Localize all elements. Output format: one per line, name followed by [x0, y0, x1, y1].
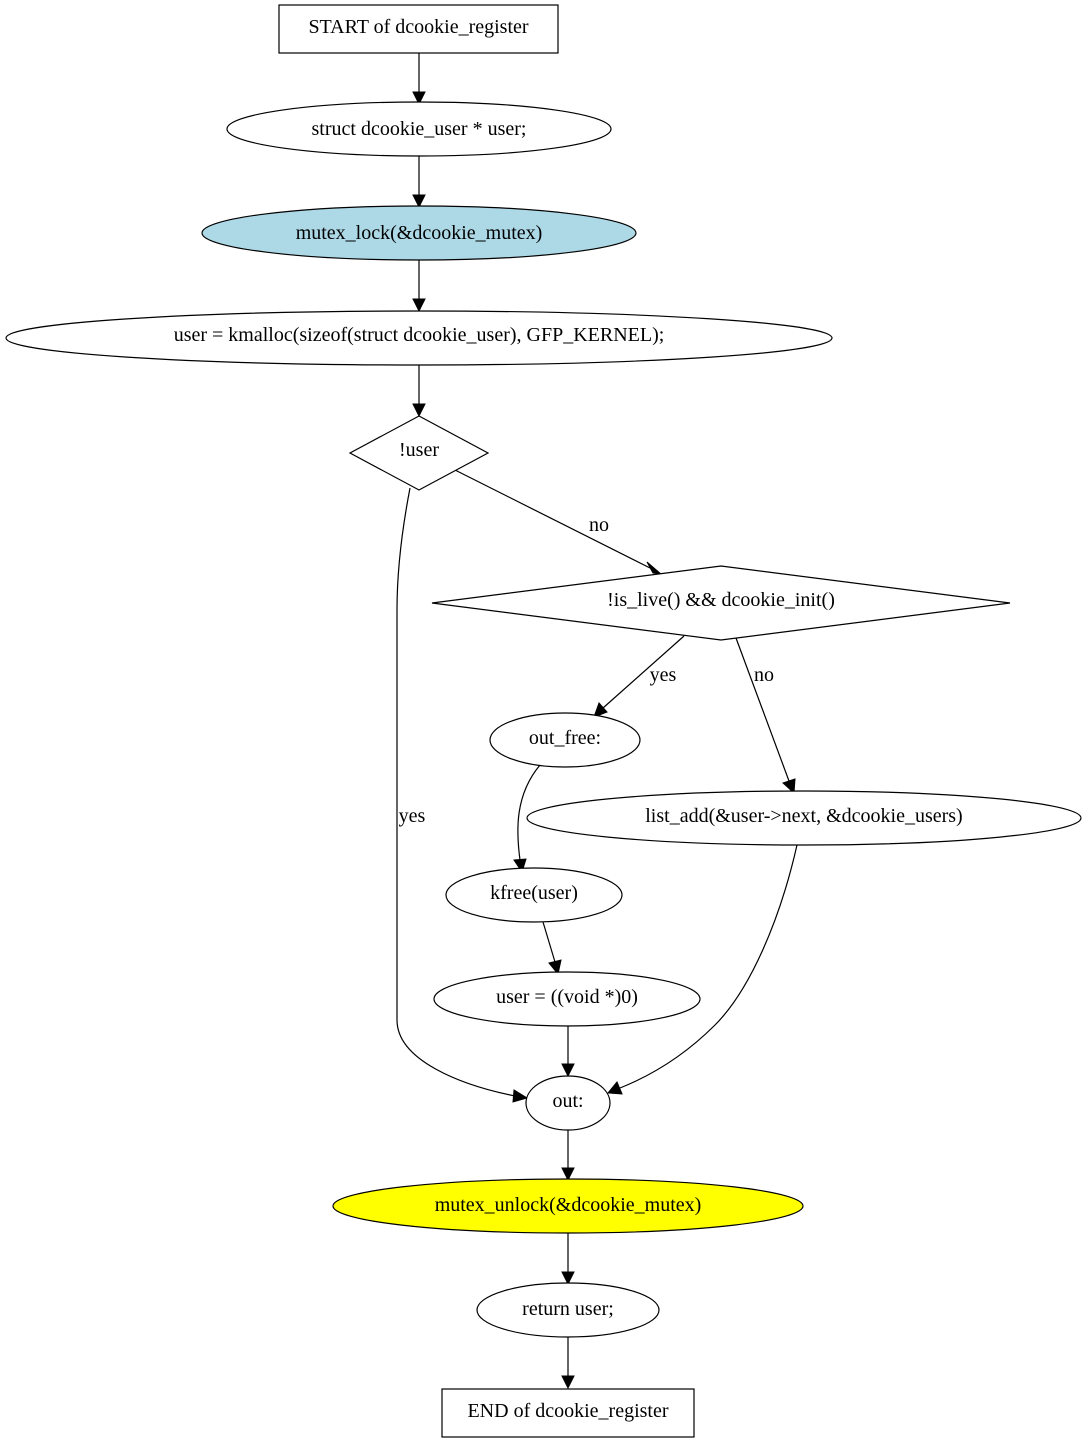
edge-not-user-to-is-live — [454, 469, 651, 569]
return-label: return user; — [522, 1298, 614, 1320]
edge-arrowhead — [593, 702, 608, 718]
edge-arrowhead — [412, 403, 426, 418]
out-label: out: — [552, 1090, 583, 1112]
kfree-node: kfree(user) — [445, 867, 623, 923]
edge-out-free-to-kfree — [517, 764, 541, 861]
edge-is-live-to-out-free — [602, 635, 685, 709]
out-ellipse — [525, 1075, 611, 1131]
decl-node: struct dcookie_user * user; — [226, 101, 612, 157]
end-node: END of dcookie_register — [441, 1388, 695, 1438]
edges — [396, 53, 798, 1390]
kmalloc-label: user = kmalloc(sizeof(struct dcookie_use… — [174, 324, 665, 346]
edge-arrowhead — [548, 959, 562, 976]
kmalloc-node: user = kmalloc(sizeof(struct dcookie_use… — [5, 310, 833, 366]
out-node: out: — [525, 1075, 611, 1131]
is-live-label: !is_live() && dcookie_init() — [607, 589, 835, 611]
is-live-diamond — [431, 565, 1011, 641]
edge-arrowhead — [646, 561, 663, 575]
end-label: END of dcookie_register — [467, 1400, 668, 1422]
edge-arrowhead — [512, 1089, 529, 1103]
edge-arrowhead — [412, 298, 426, 313]
edge-labels: no yes yes no — [399, 514, 774, 827]
decl-ellipse — [226, 101, 612, 157]
edge-not-user-to-out — [396, 487, 516, 1097]
decl-label: struct dcookie_user * user; — [312, 118, 527, 140]
edge-arrowhead — [412, 91, 426, 106]
null-user-ellipse — [433, 971, 701, 1027]
lock-node: mutex_lock(&dcookie_mutex) — [201, 205, 637, 261]
edge-arrowhead — [561, 1167, 575, 1182]
edge-arrowhead — [607, 1081, 623, 1095]
return-ellipse — [476, 1282, 660, 1338]
null-user-node: user = ((void *)0) — [433, 971, 701, 1027]
nodes: START of dcookie_register struct dcookie… — [5, 4, 1082, 1438]
list-add-ellipse — [526, 790, 1082, 846]
null-user-label: user = ((void *)0) — [496, 986, 638, 1008]
edge-is-live-to-list-add — [735, 637, 790, 782]
kfree-ellipse — [445, 867, 623, 923]
edge-arrowhead — [561, 1375, 575, 1390]
out-free-node: out_free: — [489, 712, 641, 768]
start-box — [278, 4, 559, 54]
out-free-label: out_free: — [529, 727, 601, 749]
not-user-decision: !user — [348, 415, 490, 491]
not-user-diamond — [348, 415, 490, 491]
list-add-label: list_add(&user->next, &dcookie_users) — [645, 805, 962, 827]
start-node: START of dcookie_register — [278, 4, 559, 54]
edge-arrowhead — [782, 778, 796, 795]
kmalloc-ellipse — [5, 310, 833, 366]
edge-label-not-user-yes: yes — [399, 805, 426, 827]
edge-arrowhead — [561, 1063, 575, 1078]
out-free-ellipse — [489, 712, 641, 768]
edge-label-is-live-yes: yes — [650, 664, 677, 686]
edge-list-add-to-out — [619, 844, 798, 1089]
edge-label-not-user-no: no — [589, 514, 609, 536]
unlock-node: mutex_unlock(&dcookie_mutex) — [332, 1178, 804, 1234]
end-box — [441, 1388, 695, 1438]
start-label: START of dcookie_register — [308, 16, 528, 38]
is-live-decision: !is_live() && dcookie_init() — [431, 565, 1011, 641]
edge-arrowhead — [412, 194, 426, 209]
lock-ellipse — [201, 205, 637, 261]
return-node: return user; — [476, 1282, 660, 1338]
edge-kfree-to-null-user — [542, 921, 556, 963]
lock-label: mutex_lock(&dcookie_mutex) — [296, 222, 543, 244]
edge-arrowhead — [561, 1271, 575, 1286]
unlock-ellipse — [332, 1178, 804, 1234]
kfree-label: kfree(user) — [490, 882, 578, 904]
not-user-label: !user — [399, 439, 439, 461]
unlock-label: mutex_unlock(&dcookie_mutex) — [435, 1194, 702, 1216]
edge-label-is-live-no: no — [754, 664, 774, 686]
list-add-node: list_add(&user->next, &dcookie_users) — [526, 790, 1082, 846]
